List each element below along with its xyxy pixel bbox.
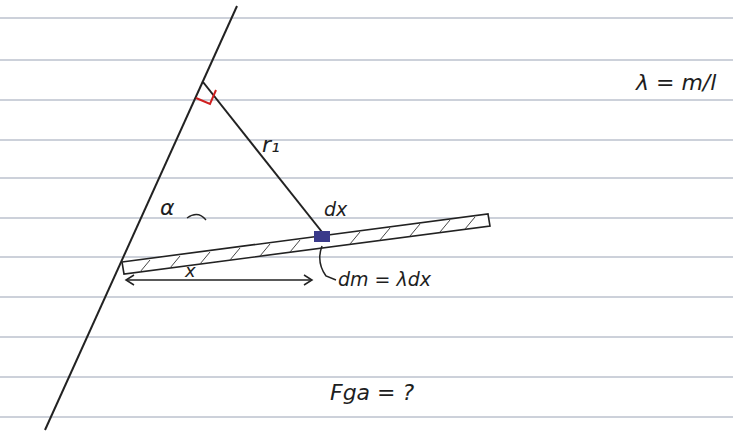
pointer — [320, 246, 336, 280]
distance-label: r₁ — [262, 134, 280, 156]
angle-arc — [187, 214, 206, 220]
ruled-lines — [0, 18, 733, 417]
density-formula: λ = m/l — [636, 72, 716, 94]
long-line — [45, 6, 237, 430]
x-arrow — [126, 275, 312, 285]
element-label: dx — [324, 200, 347, 219]
distance-label: x — [185, 262, 196, 280]
question-label: Fga = ? — [330, 382, 414, 404]
mass-element — [314, 231, 330, 242]
mass-element-label: dm = λdx — [338, 270, 431, 289]
right-angle-mark — [196, 90, 216, 104]
angle-label: α — [160, 197, 175, 219]
rod — [122, 214, 490, 274]
distance-line — [203, 82, 322, 232]
